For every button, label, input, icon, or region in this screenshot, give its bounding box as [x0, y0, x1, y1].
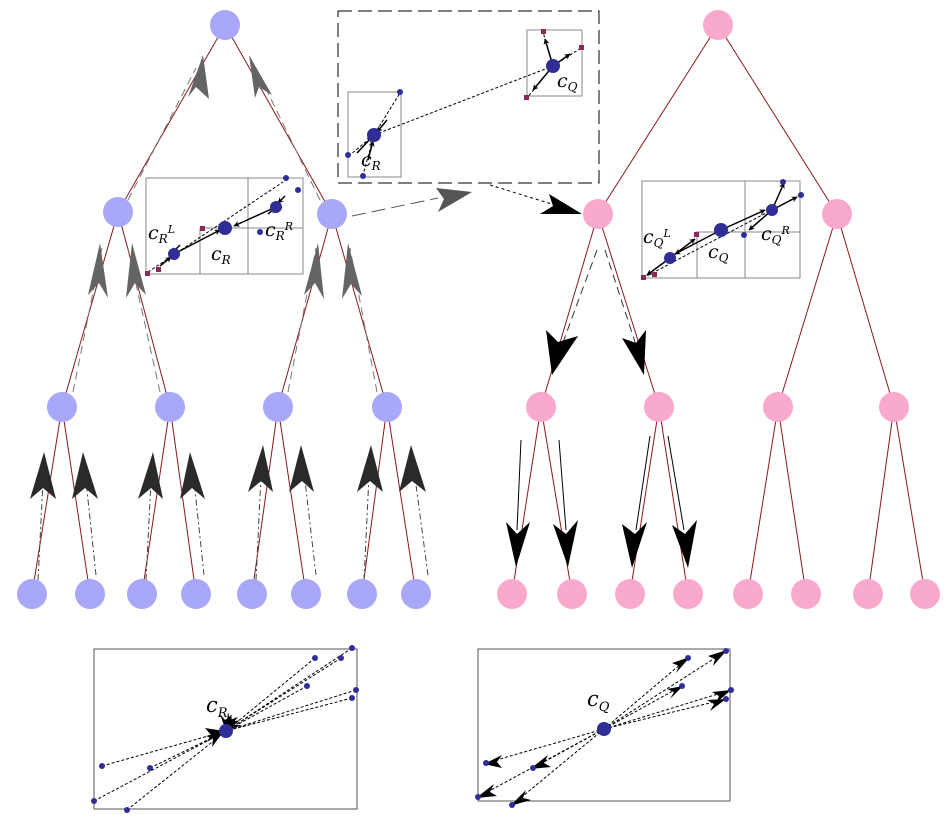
- leaf-node: [791, 579, 821, 609]
- leaf-node: [910, 579, 940, 609]
- inner-node: [879, 392, 909, 422]
- tree-nodes: [17, 10, 431, 609]
- upward-arrowheads: [88, 55, 362, 299]
- leaf-node: [127, 579, 157, 609]
- tree-edges: [511, 24, 926, 595]
- label-c-r: cR: [211, 243, 231, 267]
- downward-arrowheads: [546, 330, 646, 375]
- leaf-node: [291, 579, 321, 609]
- black-arrowhead: [540, 194, 582, 214]
- query-tree: cQL cQ cQR: [497, 10, 940, 609]
- label-c-q-right: cQR: [761, 223, 790, 247]
- label-c-q: cQ: [708, 241, 729, 265]
- label-c-r-right: cRR: [265, 219, 293, 243]
- pair-inset: cR cQ: [337, 10, 600, 184]
- centroid-dot: [546, 59, 560, 73]
- leaf-node: [853, 579, 883, 609]
- query-centroid-box: cQ: [475, 648, 734, 808]
- query-node-inset: cQL cQ cQR: [641, 179, 804, 280]
- tree-edges: [31, 24, 417, 595]
- downward-arrows: [561, 249, 637, 346]
- tree-nodes: [497, 10, 940, 609]
- inner-node: [526, 392, 556, 422]
- label-c-q: cQ: [587, 687, 610, 715]
- leaf-node: [75, 579, 105, 609]
- inner-node: [644, 392, 674, 422]
- label-c-q: cQ: [557, 70, 578, 94]
- cross-tree-arrows: [351, 184, 582, 217]
- leaf-node: [733, 579, 763, 609]
- label-c-r-left: cRL: [148, 222, 175, 246]
- root-node: [210, 10, 240, 40]
- leaf-node: [615, 579, 645, 609]
- leaf-node: [237, 579, 267, 609]
- inner-node: [103, 197, 133, 227]
- leaf-node: [497, 579, 527, 609]
- label-c-r: cR: [206, 693, 228, 721]
- inner-node: [763, 392, 793, 422]
- diverging-arrowheads: [476, 650, 731, 806]
- leaf-down-arrows: [516, 435, 685, 531]
- inner-node: [372, 392, 402, 422]
- leaf-node: [557, 579, 587, 609]
- leaf-node: [17, 579, 47, 609]
- label-c-r: cR: [361, 149, 381, 173]
- inner-node: [583, 199, 613, 229]
- child-centroid-dot: [270, 201, 282, 213]
- centroid-dot: [219, 724, 233, 738]
- centroid-dot: [714, 223, 728, 237]
- inner-node: [822, 199, 852, 229]
- reference-tree: cRL cR cRR: [17, 10, 431, 609]
- inner-node: [263, 392, 293, 422]
- leaf-node: [673, 579, 703, 609]
- leaf-down-arrowheads: [506, 520, 697, 568]
- leaf-node: [181, 579, 211, 609]
- inner-node: [155, 392, 185, 422]
- reference-centroid-box: cR: [91, 645, 359, 813]
- centroid-dot: [218, 221, 232, 235]
- leaf-node: [347, 579, 377, 609]
- centroid-dot: [597, 722, 611, 736]
- label-c-q-left: cQL: [643, 226, 671, 250]
- reference-node-inset: cRL cR cRR: [145, 175, 304, 276]
- centroid-dot: [367, 128, 381, 142]
- inner-node: [317, 199, 347, 229]
- child-centroid-dot: [766, 204, 778, 216]
- inner-node: [47, 392, 77, 422]
- root-node: [703, 10, 733, 40]
- leaf-arrowheads: [30, 445, 426, 499]
- child-centroid-dot: [168, 248, 180, 260]
- child-centroid-dot: [664, 252, 676, 264]
- grey-arrowhead: [436, 188, 472, 212]
- leaf-node: [401, 579, 431, 609]
